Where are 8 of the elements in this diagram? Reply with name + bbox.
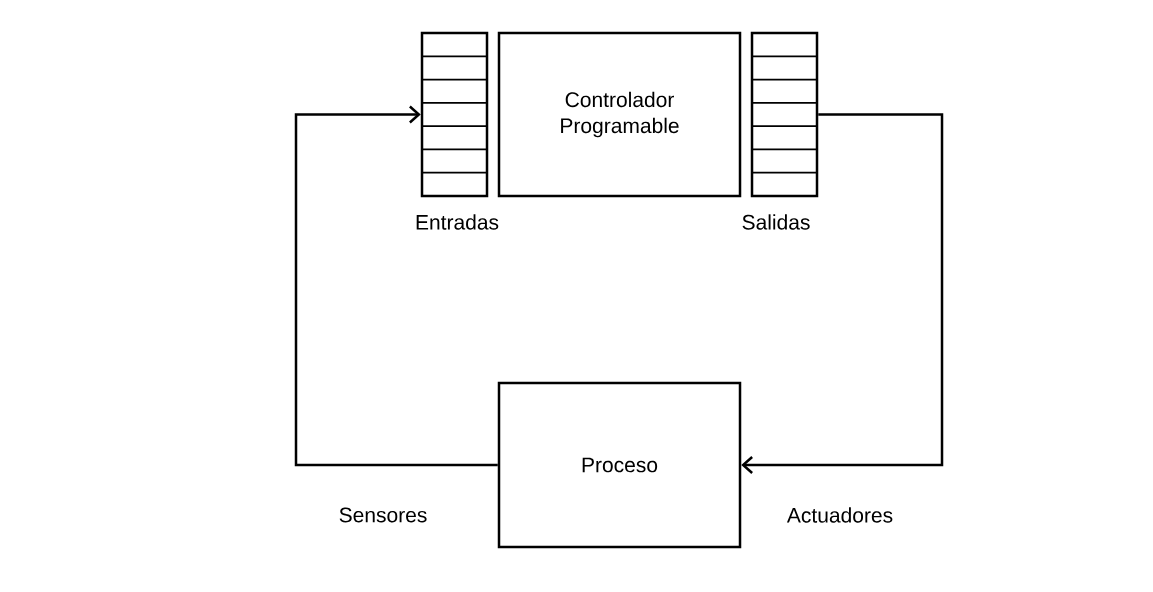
process-box: Proceso [497, 381, 742, 549]
edge-label: Actuadores [784, 505, 896, 525]
connector-arrow [294, 105, 498, 467]
controller-box: Controlador Programable [497, 31, 742, 198]
edge-label: Sensores [336, 505, 430, 525]
terminal-label: Salidas [742, 214, 810, 230]
connector-arrow [741, 113, 944, 474]
terminal-label: Entradas [416, 214, 499, 230]
